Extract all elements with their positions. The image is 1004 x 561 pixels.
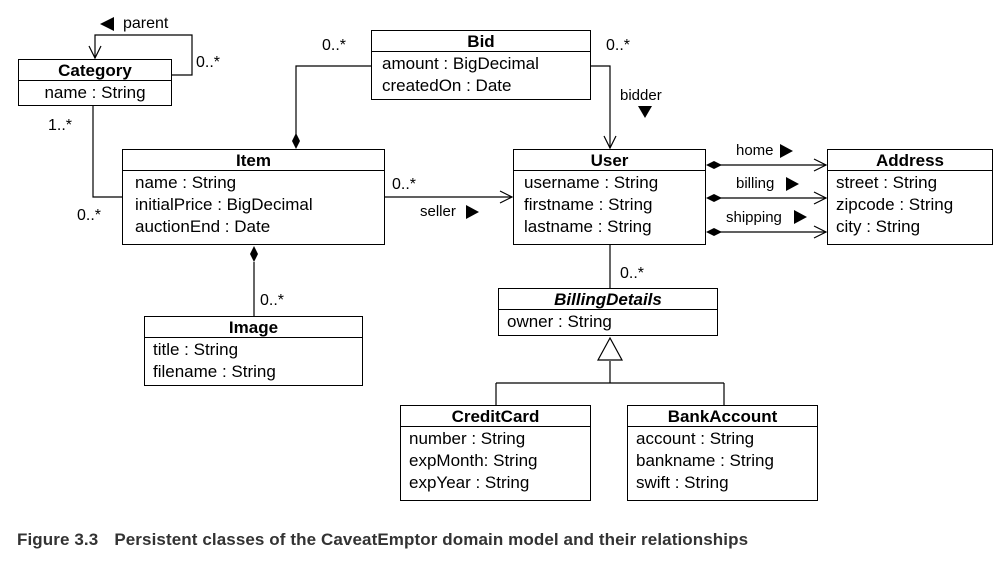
parent-association-line xyxy=(94,34,193,76)
figure-caption-text: Persistent classes of the CaveatEmptor d… xyxy=(114,530,749,549)
shipping-direction-triangle xyxy=(794,210,807,224)
attribute: city : String xyxy=(836,217,921,236)
class-name: CreditCard xyxy=(401,406,590,427)
attribute: bankname : String xyxy=(636,451,774,470)
class-name: BillingDetails xyxy=(499,289,717,310)
billing-composition-diamond xyxy=(706,194,722,202)
attribute: initialPrice : BigDecimal xyxy=(135,195,313,214)
seller-role-label: seller xyxy=(420,203,456,220)
billing-open-arrowhead xyxy=(813,191,828,205)
billing-direction-triangle xyxy=(786,177,799,191)
home-composition-diamond xyxy=(706,161,722,169)
class-credit-card: CreditCard number : String expMonth: Str… xyxy=(400,405,591,501)
seller-open-arrowhead xyxy=(499,190,514,204)
seller-multiplicity: 0..* xyxy=(392,176,417,193)
attribute: expMonth: String xyxy=(409,451,538,470)
item-image-composition-diamond xyxy=(250,246,258,262)
attribute: createdOn : Date xyxy=(382,76,512,95)
attribute: auctionEnd : Date xyxy=(135,217,271,236)
attribute-list: account : String bankname : String swift… xyxy=(628,427,817,494)
attribute-list: number : String expMonth: String expYear… xyxy=(401,427,590,494)
item-bid-composition-diamond xyxy=(292,133,300,149)
parent-direction-triangle xyxy=(100,17,114,31)
shipping-open-arrowhead xyxy=(813,225,828,239)
billing-details-multiplicity: 0..* xyxy=(620,265,645,282)
attribute: lastname : String xyxy=(524,217,652,236)
attribute: account : String xyxy=(636,429,755,448)
class-user: User username : String firstname : Strin… xyxy=(513,149,706,245)
attribute-list: owner : String xyxy=(499,310,717,333)
home-role-label: home xyxy=(736,142,774,159)
bidder-role-label: bidder xyxy=(620,87,662,104)
class-name: User xyxy=(514,150,705,171)
attribute: zipcode : String xyxy=(836,195,954,214)
seller-direction-triangle xyxy=(466,205,479,219)
bidder-multiplicity: 0..* xyxy=(606,37,631,54)
class-item: Item name : String initialPrice : BigDec… xyxy=(122,149,385,245)
attribute-list: name : String initialPrice : BigDecimal … xyxy=(123,171,384,238)
class-name: Category xyxy=(19,60,171,81)
class-category: Category name : String xyxy=(18,59,172,106)
class-billing-details: BillingDetails owner : String xyxy=(498,288,718,336)
class-bank-account: BankAccount account : String bankname : … xyxy=(627,405,818,501)
figure-caption: Figure 3.3 Persistent classes of the Cave… xyxy=(17,530,748,550)
figure-number: Figure 3.3 xyxy=(17,530,99,549)
image-multiplicity: 0..* xyxy=(260,292,285,309)
class-bid: Bid amount : BigDecimal createdOn : Date xyxy=(371,30,591,100)
attribute: amount : BigDecimal xyxy=(382,54,539,73)
item-bid-multiplicity: 0..* xyxy=(322,37,347,54)
class-name: Item xyxy=(123,150,384,171)
attribute: owner : String xyxy=(507,312,612,331)
category-item-association-line xyxy=(92,106,122,198)
attribute: title : String xyxy=(153,340,239,359)
home-direction-triangle xyxy=(780,144,793,158)
attribute: firstname : String xyxy=(524,195,653,214)
generalization-triangle xyxy=(596,336,624,361)
attribute: street : String xyxy=(836,173,938,192)
attribute: name : String xyxy=(135,173,237,192)
billing-role-label: billing xyxy=(736,175,775,192)
item-end-multiplicity: 0..* xyxy=(77,207,102,224)
bidder-association-line xyxy=(591,65,611,148)
class-name: Bid xyxy=(372,31,590,52)
parent-open-arrowhead xyxy=(88,45,102,60)
bidder-open-arrowhead xyxy=(603,135,617,150)
parent-role-label: parent xyxy=(123,15,169,32)
attribute: username : String xyxy=(524,173,659,192)
class-address: Address street : String zipcode : String… xyxy=(827,149,993,245)
class-name: Image xyxy=(145,317,362,338)
class-name: BankAccount xyxy=(628,406,817,427)
parent-multiplicity: 0..* xyxy=(196,54,221,71)
attribute: name : String xyxy=(44,83,146,102)
bidder-direction-triangle xyxy=(638,106,652,118)
attribute-list: title : String filename : String xyxy=(145,338,362,383)
home-open-arrowhead xyxy=(813,158,828,172)
attribute-list: username : String firstname : String las… xyxy=(514,171,705,238)
attribute-list: street : String zipcode : String city : … xyxy=(828,171,992,238)
category-end-multiplicity: 1..* xyxy=(48,117,73,134)
item-bid-composition-line xyxy=(295,65,371,141)
attribute: number : String xyxy=(409,429,526,448)
attribute: expYear : String xyxy=(409,473,530,492)
shipping-role-label: shipping xyxy=(726,209,782,226)
class-image: Image title : String filename : String xyxy=(144,316,363,386)
attribute: swift : String xyxy=(636,473,729,492)
attribute: filename : String xyxy=(153,362,276,381)
attribute-list: name : String xyxy=(19,81,171,104)
attribute-list: amount : BigDecimal createdOn : Date xyxy=(372,52,590,97)
shipping-composition-diamond xyxy=(706,228,722,236)
class-name: Address xyxy=(828,150,992,171)
